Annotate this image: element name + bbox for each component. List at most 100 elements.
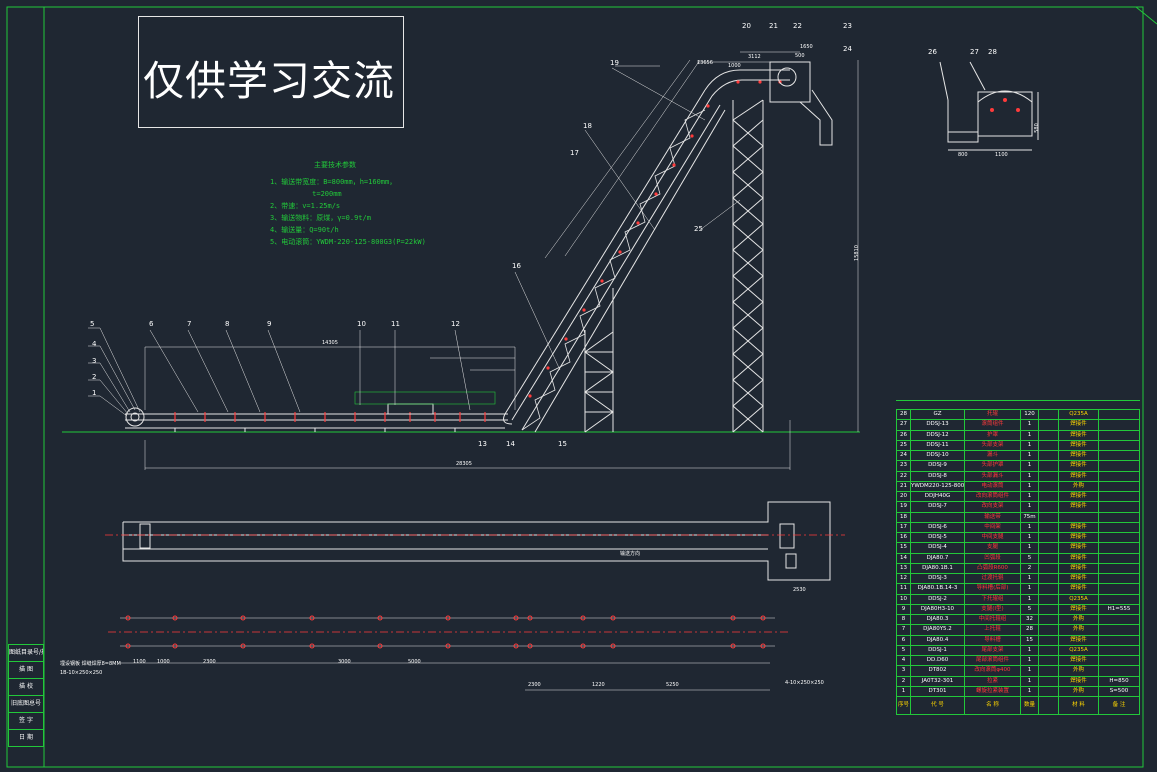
bom-cell: 7: [896, 625, 910, 635]
bom-cell: [1098, 645, 1140, 655]
bom-cell: DDSJ-5: [910, 533, 964, 543]
part-label: 26: [928, 48, 937, 56]
bom-cell: DDSJ-7: [910, 502, 964, 512]
side-cell: 签 字: [8, 713, 44, 730]
idlers-horizontal: [174, 412, 486, 422]
bom-cell: 焊接件: [1058, 522, 1098, 532]
bom-cell: 10: [896, 594, 910, 604]
head-chute: [769, 61, 833, 146]
bom-cell: [1098, 543, 1140, 553]
bom-cell: 2: [896, 676, 910, 686]
watermark-box: 仅供学习交流: [138, 16, 404, 128]
bom-cell: 焊接件: [1058, 451, 1098, 461]
bom-cell: [1098, 666, 1140, 676]
bom-cell: DDSJ-10: [910, 451, 964, 461]
bom-cell: S=500: [1098, 686, 1140, 696]
bom-cell-blank: [1038, 522, 1058, 532]
part-label: 18: [583, 122, 592, 130]
foundation-bolts: [125, 615, 766, 649]
bom-cell-blank: [1038, 676, 1058, 686]
side-cell: 描 图: [8, 662, 44, 679]
bom-cell: Q235A: [1058, 645, 1098, 655]
bom-cell: 1: [1020, 594, 1038, 604]
bom-cell: 1: [1020, 645, 1038, 655]
part-label: 16: [512, 262, 521, 270]
bom-cell: [1098, 635, 1140, 645]
bom-cell: 中间架: [964, 522, 1020, 532]
bom-cell: DT301: [910, 686, 964, 696]
bom-cell: 焊接件: [1058, 420, 1098, 430]
bom-cell: 1: [1020, 543, 1038, 553]
technical-notes: 主要技术参数 1、输送带宽度：B=800mm，h=160mm， t=200mm …: [270, 160, 426, 264]
notes-line: 1、输送带宽度：B=800mm，h=160mm，: [270, 178, 397, 186]
inclined-belt: [503, 69, 790, 433]
bom-cell: 21: [896, 481, 910, 491]
bom-cell: 1: [1020, 574, 1038, 584]
bom-cell: DDSJ-3: [910, 574, 964, 584]
inclined-truss: [521, 109, 706, 431]
cross-section: [939, 61, 1039, 151]
dim-text: 1220: [592, 682, 605, 688]
bom-cell: 120: [1020, 410, 1038, 420]
bom-cell: 头部护罩: [964, 461, 1020, 471]
bom-cell: 外购: [1058, 686, 1098, 696]
plan-direction-label: 输送方向: [620, 551, 641, 557]
bom-cell: 20: [896, 492, 910, 502]
dim-text: 5250: [666, 682, 679, 688]
bom-cell: [1098, 584, 1140, 594]
bom-cell-blank: [1038, 625, 1058, 635]
part-label: 25: [694, 225, 703, 233]
bom-cell: 焊接件: [1058, 635, 1098, 645]
bom-cell: YWDM220-125-800G3: [910, 481, 964, 491]
bom-cell: DDSJ-6: [910, 522, 964, 532]
bom-cell: 滚筒组件: [964, 420, 1020, 430]
bom-cell: 1: [1020, 420, 1038, 430]
bom-cell: 23: [896, 461, 910, 471]
bom-cell: 26: [896, 430, 910, 440]
bom-cell: 1: [1020, 430, 1038, 440]
bom-cell: 改向滚筒组件: [964, 492, 1020, 502]
bom-cell: 焊接件: [1058, 471, 1098, 481]
part-label: 1: [92, 389, 97, 397]
dim-text: 1650: [800, 44, 813, 50]
bom-cell: 上托辊: [964, 625, 1020, 635]
outer-frame: [6, 6, 1144, 768]
bom-header-cell: 序号: [896, 697, 910, 714]
bom-cell: 焊接件: [1058, 604, 1098, 614]
bom-cell: 焊接件: [1058, 553, 1098, 563]
part-label: 14: [506, 440, 515, 448]
bom-cell: [1098, 461, 1140, 471]
bom-cell: DJA80.3: [910, 615, 964, 625]
bom-cell-blank: [1038, 451, 1058, 461]
bom-cell: [1098, 512, 1140, 522]
bom-cell: 尾部支架: [964, 645, 1020, 655]
bom-cell: DDSJ-9: [910, 461, 964, 471]
bom-cell: [1098, 410, 1140, 420]
bom-cell: 5: [1020, 553, 1038, 563]
bom-cell: 27: [896, 420, 910, 430]
bom-cell: 过渡托辊: [964, 574, 1020, 584]
bom-cell: 24: [896, 451, 910, 461]
bom-cell: 1: [1020, 676, 1038, 686]
bom-cell: 凸弧段R600: [964, 563, 1020, 573]
bom-cell-blank: [1038, 604, 1058, 614]
dim-text: 13656: [697, 60, 713, 66]
bom-cell: 电动滚筒: [964, 481, 1020, 491]
bom-cell: 12: [896, 574, 910, 584]
bom-cell: 焊接件: [1058, 543, 1098, 553]
bom-cell: 5: [896, 645, 910, 655]
bom-cell: 导料槽(后部): [964, 584, 1020, 594]
part-label: 2: [92, 373, 97, 381]
notes-line: 2、带速：v=1.25m/s: [270, 202, 341, 210]
bom-header-cell: 备 注: [1098, 697, 1140, 714]
bom-cell: 28: [896, 410, 910, 420]
